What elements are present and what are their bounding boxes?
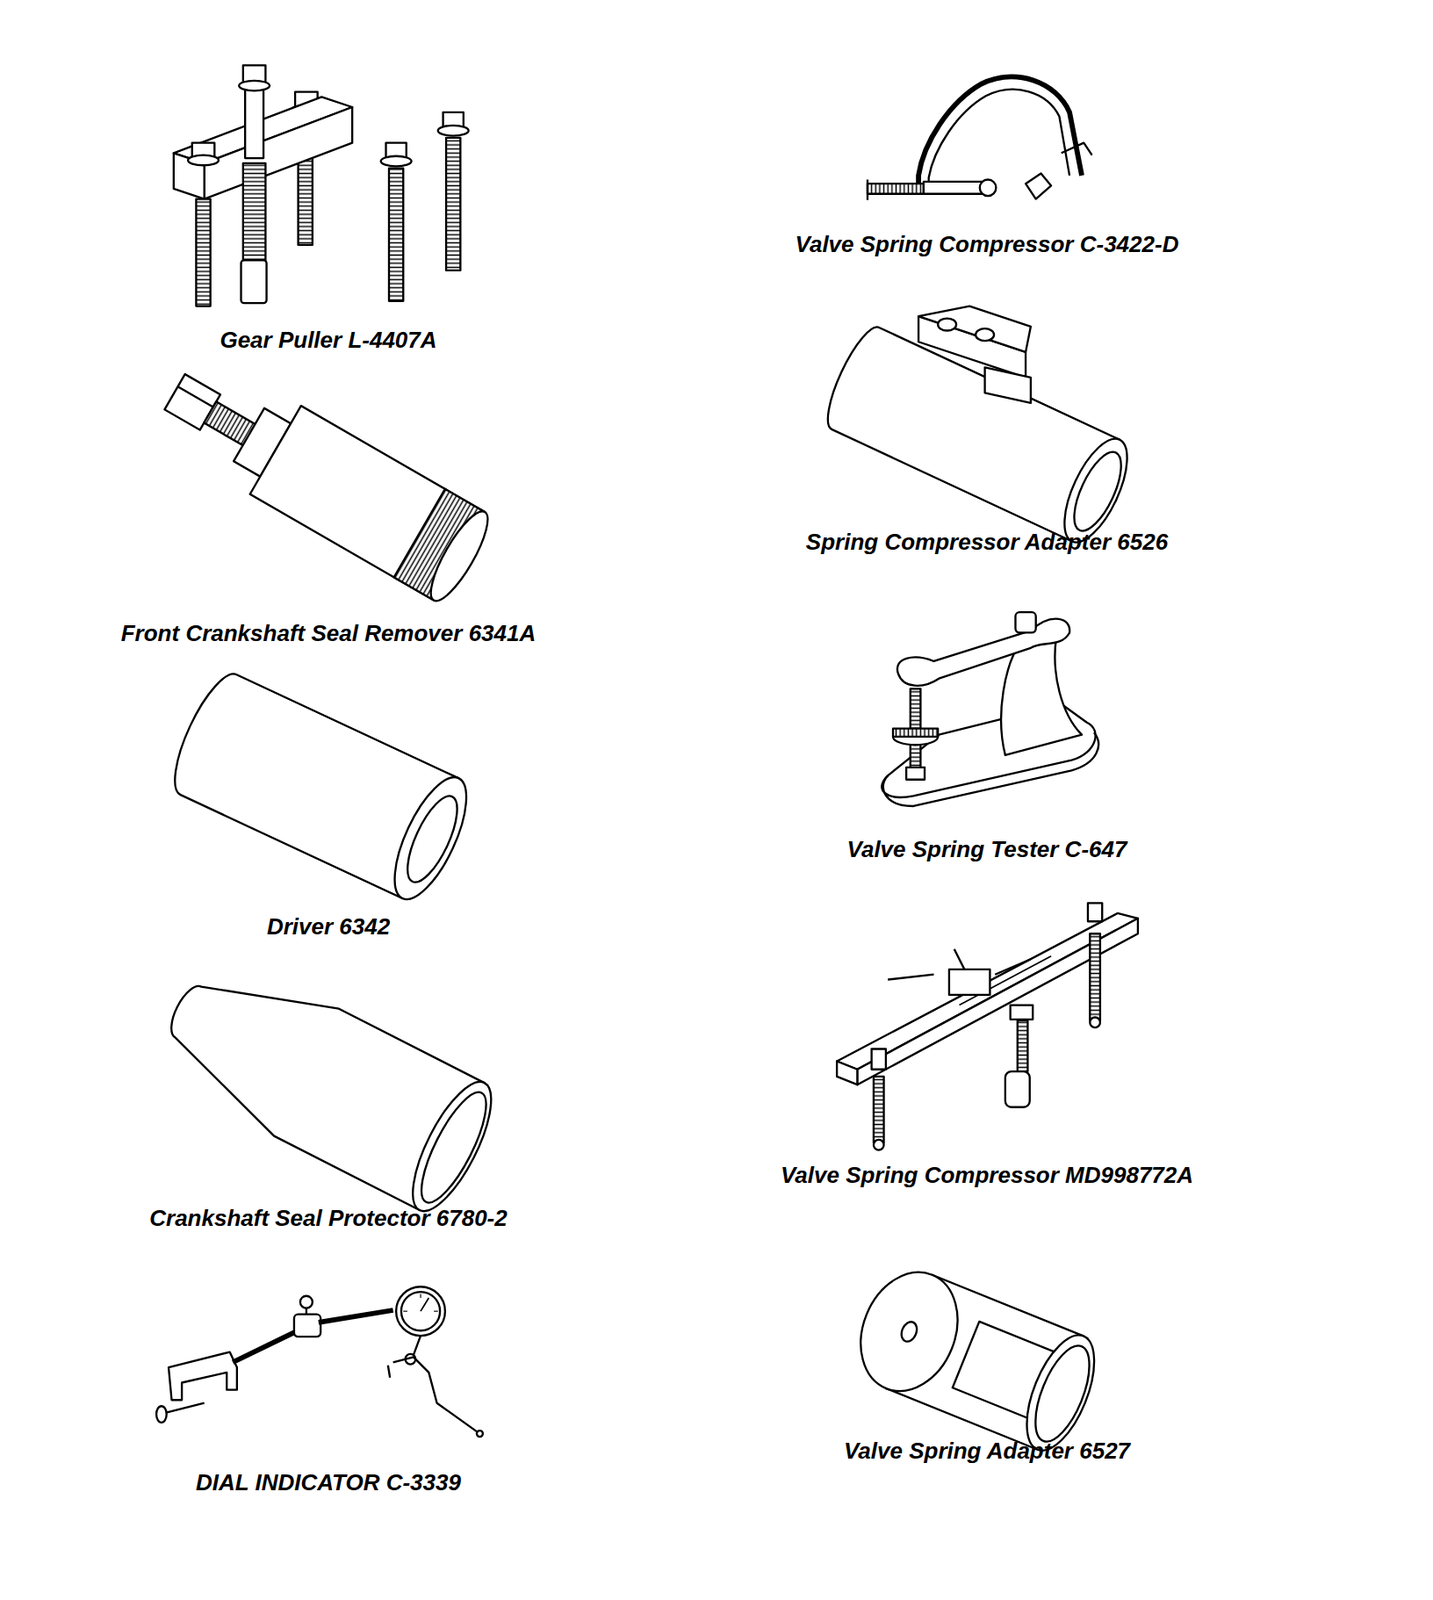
tool-caption: Driver 6342 — [266, 913, 390, 940]
valve-spring-tester-drawing — [881, 612, 1099, 807]
tool-caption: Crankshaft Seal Protector 6780-2 — [149, 1204, 508, 1232]
tool-caption: DIAL INDICATOR C-3339 — [195, 1469, 461, 1496]
driver-drawing — [162, 665, 482, 908]
tool-caption: Spring Compressor Adapter 6526 — [806, 528, 1168, 555]
tool-caption: Valve Spring Compressor C-3422-D — [795, 230, 1180, 258]
tool-caption: Front Crankshaft Seal Remover 6341A — [121, 619, 537, 647]
md998772a-drawing — [836, 902, 1138, 1150]
seal-remover-drawing — [149, 347, 497, 608]
gear-puller-drawing — [173, 64, 469, 306]
tool-caption: Gear Puller L-4407A — [219, 326, 437, 353]
compressor-adapter-drawing — [817, 306, 1140, 552]
tool-caption: Valve Spring Adapter 6527 — [843, 1437, 1131, 1464]
valve-spring-adapter-drawing — [843, 1257, 1109, 1460]
dial-indicator-drawing — [156, 1286, 483, 1437]
tool-caption: Valve Spring Tester C-647 — [847, 835, 1128, 863]
tool-caption: Valve Spring Compressor MD998772A — [780, 1161, 1194, 1189]
seal-protector-drawing — [144, 943, 506, 1222]
valve-spring-compressor-drawing — [867, 77, 1093, 201]
